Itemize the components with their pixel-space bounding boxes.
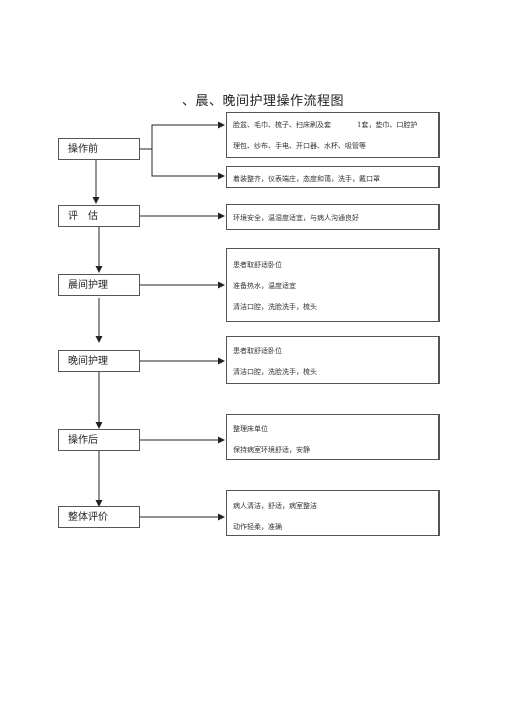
- note-box-after: 整理床单位 保持病室环境舒适，安静: [226, 414, 440, 460]
- note-box-supplies: 脸盆、毛巾、梳子、扫床刷及套 1套，垫巾、口腔护 理包、纱布、手电、开口器、水杯…: [226, 112, 440, 158]
- note-box-evaluation: 病人清洁，舒适，病室整洁 动作轻柔，准确: [226, 490, 440, 536]
- note-line: 清洁口腔，洗脸洗手，梳头: [233, 368, 317, 376]
- step-box-before: 操作前: [58, 138, 140, 160]
- note-line: 1套，垫巾、口腔护: [357, 121, 418, 129]
- note-line: 患者取舒适卧位: [233, 261, 282, 269]
- note-line: 着装整齐，仪表端庄，态度和蔼，洗手，戴口罩: [233, 175, 380, 183]
- note-box-morning-care: 患者取舒适卧位 准备热水，温度适宜 清洁口腔，洗脸洗手，梳头: [226, 248, 440, 322]
- note-line: 病人清洁，舒适，病室整洁: [233, 502, 317, 510]
- note-box-environment: 环境安全，温湿度适宜，与病人沟通良好: [226, 204, 440, 230]
- note-line: 清洁口腔，洗脸洗手，梳头: [233, 303, 317, 311]
- note-line: 理包、纱布、手电、开口器、水杯、吸管等: [233, 142, 366, 150]
- step-box-after: 操作后: [58, 429, 140, 451]
- step-box-morning-care: 晨间护理: [58, 274, 140, 296]
- note-line: 环境安全，温湿度适宜，与病人沟通良好: [233, 214, 359, 222]
- note-box-evening-care: 患者取舒适卧位 清洁口腔，洗脸洗手，梳头: [226, 336, 440, 384]
- step-box-evaluation: 整体评价: [58, 506, 140, 528]
- note-box-attire: 着装整齐，仪表端庄，态度和蔼，洗手，戴口罩: [226, 166, 440, 188]
- note-line: 患者取舒适卧位: [233, 347, 282, 355]
- note-line: 准备热水，温度适宜: [233, 282, 296, 290]
- note-line: 保持病室环境舒适，安静: [233, 446, 310, 454]
- note-line: 动作轻柔，准确: [233, 523, 282, 531]
- note-line: 整理床单位: [233, 425, 268, 433]
- step-box-assess: 评 估: [58, 205, 140, 227]
- branch-connector: [140, 121, 225, 150]
- branch-connector: [151, 149, 225, 180]
- note-line: 脸盆、毛巾、梳子、扫床刷及套: [233, 121, 331, 129]
- diagram-title: 、晨、晚间护理操作流程图: [182, 94, 345, 109]
- step-box-evening-care: 晚间护理: [58, 350, 140, 372]
